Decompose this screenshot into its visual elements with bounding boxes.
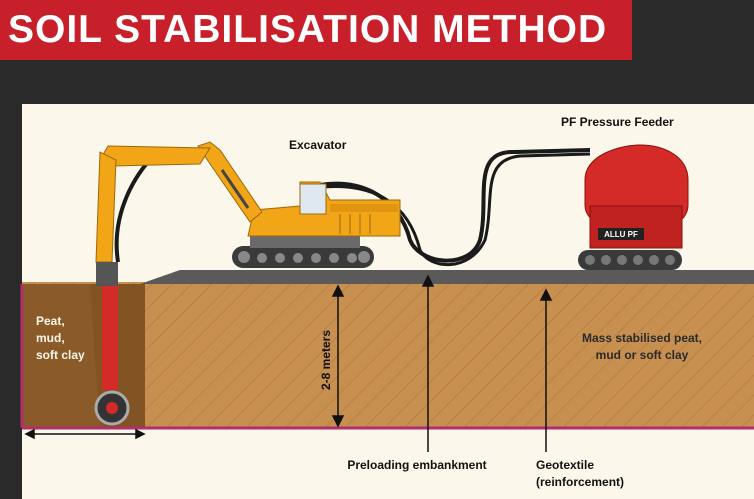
pressure-feeder-label: PF Pressure Feeder <box>561 115 674 129</box>
geotextile-line-2: (reinforcement) <box>536 475 624 489</box>
geotextile-label: Geotextile (reinforcement) <box>536 458 624 489</box>
mixer-shaft <box>102 286 118 390</box>
feeder-badge: ALLU PF <box>604 230 638 239</box>
title-banner: SOIL STABILISATION METHOD <box>0 0 632 60</box>
preloading-arrow <box>421 274 435 452</box>
pressure-feeder: ALLU PF <box>578 144 689 270</box>
stabilised-line-1: Mass stabilised peat, <box>582 331 702 345</box>
depth-arrow <box>331 284 345 428</box>
peat-line-3: soft clay <box>36 348 85 362</box>
width-label: 3-6 meters <box>56 441 116 455</box>
page-title: SOIL STABILISATION METHOD <box>8 8 608 51</box>
peat-line-2: mud, <box>36 331 65 345</box>
stabilised-label: Mass stabilised peat, mud or soft clay <box>582 331 702 362</box>
depth-label: 2-8 meters <box>319 330 333 390</box>
excavator <box>94 141 401 426</box>
peat-line-1: Peat, <box>36 314 65 328</box>
excavator-label: Excavator <box>289 138 347 152</box>
peat-label: Peat, mud, soft clay <box>36 314 85 362</box>
geotextile-line-1: Geotextile <box>536 458 594 472</box>
stabilised-line-2: mud or soft clay <box>596 348 689 362</box>
preloading-label: Preloading embankment <box>347 458 486 472</box>
geotextile-arrow <box>539 288 553 452</box>
preloading-embankment <box>140 270 754 284</box>
width-arrow <box>24 428 146 440</box>
